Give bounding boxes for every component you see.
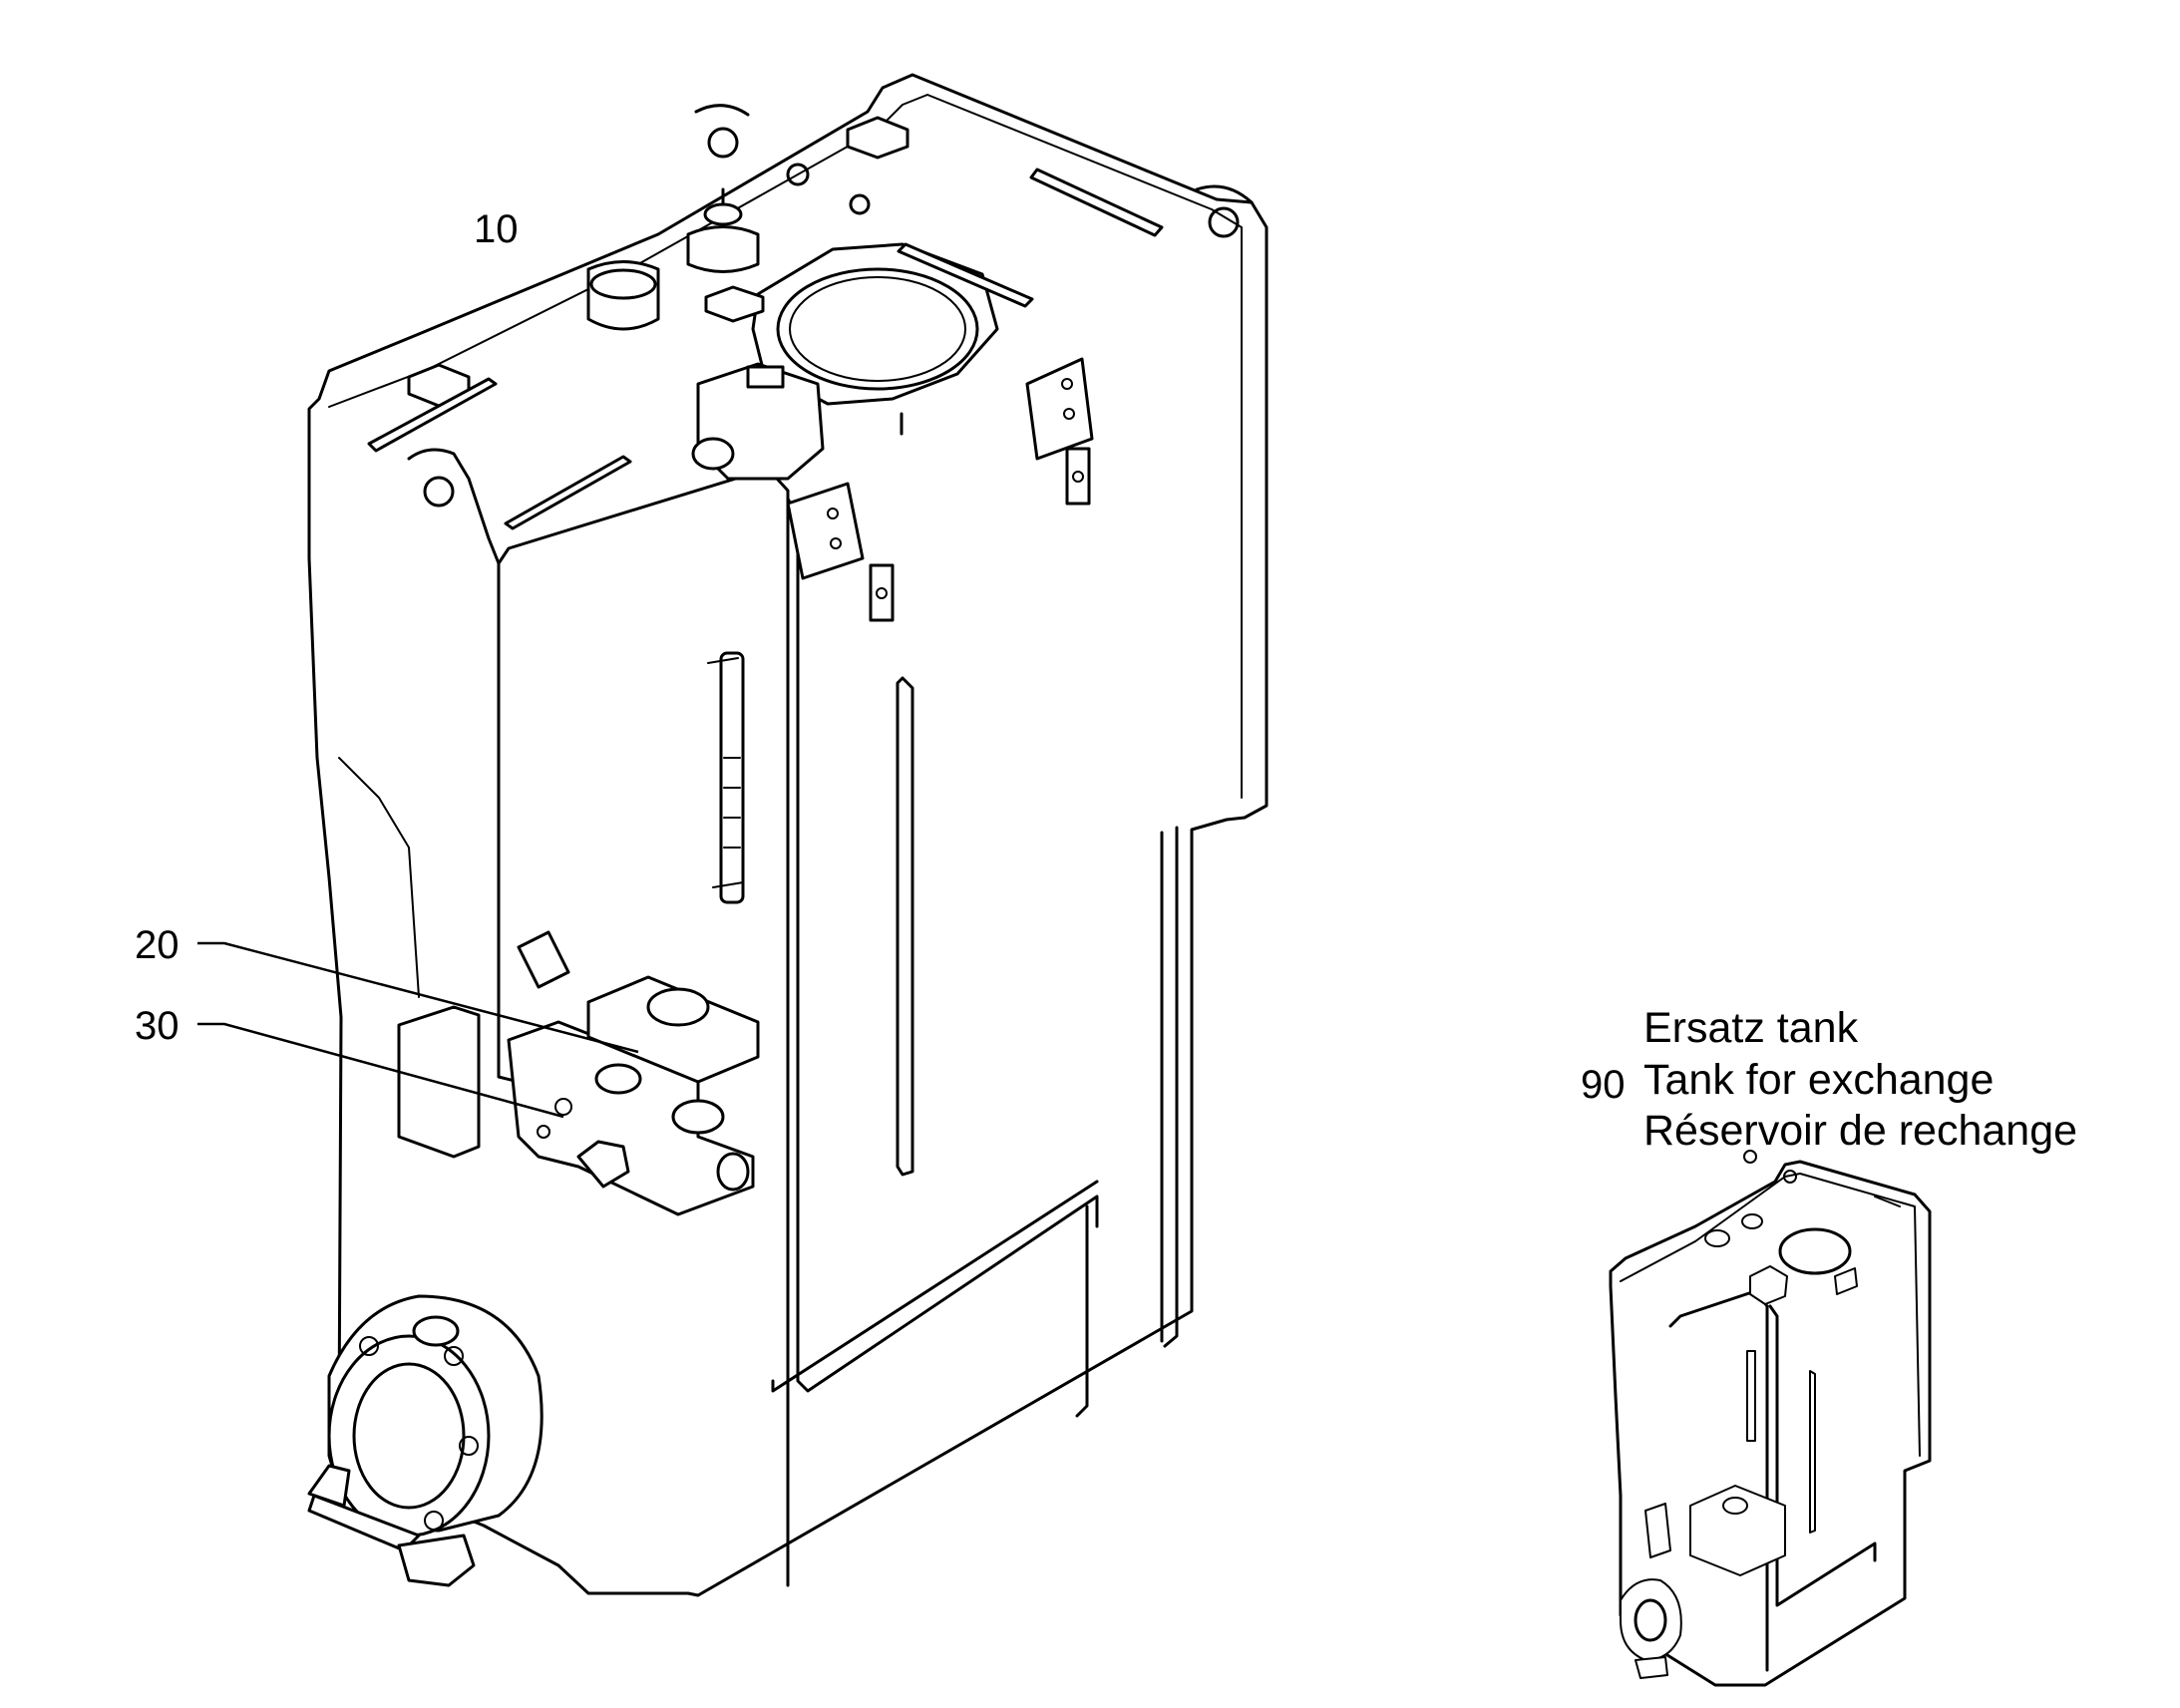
callout-10: 10 — [474, 207, 519, 251]
callout-90: 90 — [1581, 1063, 1626, 1107]
legend-french: Réservoir de rechange — [1643, 1107, 2078, 1155]
callout-20: 20 — [135, 923, 180, 967]
exchange-tank-thumbnail — [1609, 1150, 1932, 1687]
legend-english: Tank for exchange — [1643, 1056, 1995, 1104]
callout-30: 30 — [135, 1004, 180, 1048]
leader-30 — [197, 1022, 564, 1119]
legend-german: Ersatz tank — [1643, 1004, 1859, 1052]
hydraulic-tank-main — [307, 73, 1269, 1597]
leader-20 — [197, 941, 639, 1054]
